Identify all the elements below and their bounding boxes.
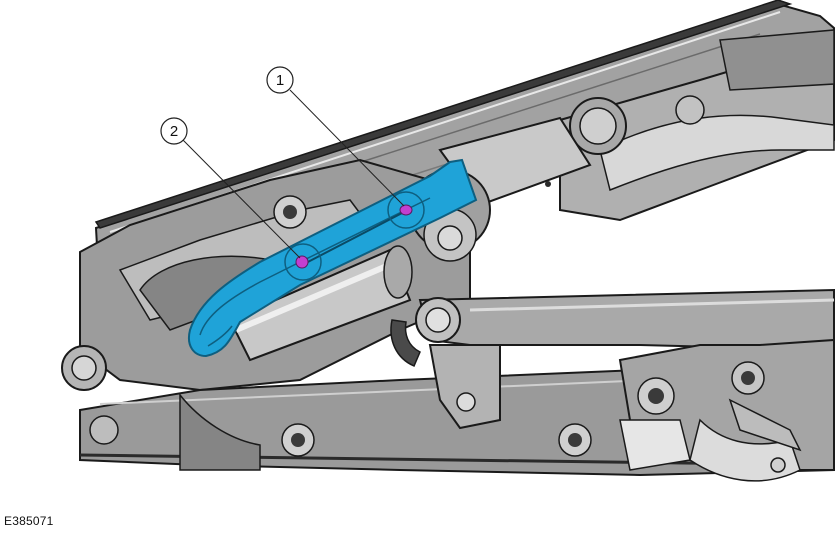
fastener-marker-1 xyxy=(399,204,413,216)
figure-code: E385071 xyxy=(4,514,54,528)
lower-right-mechanism xyxy=(618,338,835,482)
fastener-marker-2 xyxy=(295,255,309,269)
cylinder xyxy=(228,245,413,362)
mid-plate xyxy=(428,344,501,430)
callout-2-number: 2 xyxy=(170,123,178,140)
lower-link xyxy=(390,288,835,367)
callout-1: 1 xyxy=(266,66,405,207)
callout-2: 2 xyxy=(160,117,301,259)
callout-1-number: 1 xyxy=(276,72,284,89)
upper-link-arm xyxy=(559,29,835,222)
